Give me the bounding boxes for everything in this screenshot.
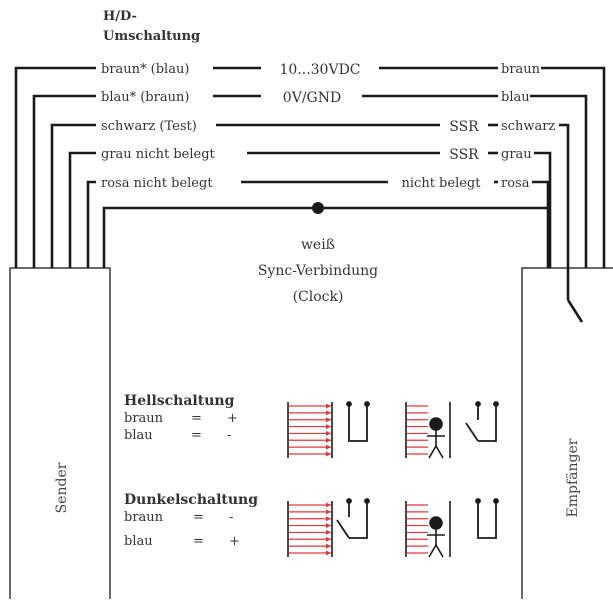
row3-right: schwarz (501, 119, 555, 134)
wire-sync (102, 206, 550, 268)
person-leg (428, 445, 437, 459)
dunkel-l1b: = (193, 510, 204, 525)
beam-arrowhead (326, 502, 331, 508)
beam-interrupted-icon (405, 501, 451, 558)
wire-left-schwarz (50, 123, 96, 268)
beam-arrowhead (326, 437, 331, 443)
receiver-label: Empfänger (565, 438, 581, 517)
wire-right-blau (530, 94, 588, 268)
beam-arrowhead (326, 536, 331, 542)
hell-l2a: blau (124, 428, 153, 443)
beam-interrupted-icon (405, 402, 451, 459)
hell-l2c: - (227, 428, 231, 443)
beam-arrowhead (326, 451, 331, 457)
person-head (429, 417, 443, 431)
switch-closed-icon (475, 498, 499, 539)
person-leg (435, 445, 444, 459)
switch-open-icon (465, 401, 499, 442)
receiver-box (521, 267, 613, 604)
beam-arrowhead (326, 444, 331, 450)
switch-open-icon (336, 498, 370, 539)
hell-l1b: = (191, 411, 202, 426)
row1-left: braun* (blau) (101, 62, 189, 77)
beam-arrowhead (326, 424, 331, 430)
dunkel-l2a: blau (124, 534, 153, 549)
beam-arrowhead (326, 516, 331, 522)
wire-right-rosa (532, 180, 550, 208)
hell-l1a: braun (124, 411, 164, 426)
dunkel-l1c: - (229, 510, 233, 525)
dunkel-title: Dunkelschaltung (124, 492, 258, 508)
person-leg (428, 544, 437, 558)
switch-closed-icon (346, 401, 370, 442)
sender-box (9, 267, 111, 604)
person-icon (427, 417, 445, 459)
row3-mid: SSR (449, 119, 479, 135)
beam-arrowhead (326, 403, 331, 409)
person-icon (427, 516, 445, 558)
wire-right-braun (541, 66, 606, 268)
beam-arrowhead (326, 509, 331, 515)
header-line1: H/D- (103, 9, 137, 24)
left-wires (14, 66, 550, 268)
wire-left-braun (14, 66, 96, 268)
beam-clear-icon (287, 501, 333, 557)
row4-mid: SSR (449, 147, 479, 163)
row5-right: rosa (501, 176, 530, 191)
beam-arrowhead (326, 550, 331, 556)
horizontal-wires (213, 66, 498, 184)
wire-left-grau (68, 151, 96, 268)
person-head (429, 516, 443, 530)
person-leg (435, 544, 444, 558)
switch-symbols (336, 401, 499, 539)
sync-junction-dot (312, 202, 324, 214)
beam-arrowhead (326, 523, 331, 529)
dunkel-l2c: + (229, 534, 240, 549)
row5-mid: nicht belegt (402, 176, 482, 191)
wire-right-schwarz (559, 123, 570, 300)
row1-right: braun (501, 62, 541, 77)
sender-label: Sender (54, 462, 70, 513)
wire-right-grau (534, 151, 552, 268)
wire-left-blau (32, 94, 96, 268)
row1-mid: 10...30VDC (279, 62, 360, 78)
row3-left: schwarz (Test) (101, 119, 197, 134)
row4-left: grau nicht belegt (101, 147, 216, 162)
row2-right: blau (501, 90, 530, 105)
dunkel-l1a: braun (124, 510, 164, 525)
row2-left: blau* (braun) (101, 90, 189, 105)
row2-mid: 0V/GND (283, 90, 341, 106)
beam-arrowhead (326, 529, 331, 535)
sync-line3: (Clock) (293, 289, 344, 305)
right-wires (530, 66, 606, 323)
row5-left: rosa nicht belegt (101, 176, 213, 191)
sync-line2: Sync-Verbindung (258, 263, 378, 279)
beam-arrowhead (326, 543, 331, 549)
row4-right: grau (501, 147, 532, 162)
beam-arrowhead (326, 417, 331, 423)
hell-l1c: + (227, 411, 238, 426)
sync-line1: weiß (301, 237, 335, 253)
beam-clear-icon (287, 402, 333, 458)
hell-l2b: = (191, 428, 202, 443)
dunkel-l2b: = (193, 534, 204, 549)
header-line2: Umschaltung (103, 29, 200, 44)
beam-arrowhead (326, 410, 331, 416)
hell-title: Hellschaltung (124, 393, 235, 409)
wire-left-rosa (86, 180, 96, 268)
receiver-switch-tab (566, 299, 584, 323)
beam-arrowhead (326, 430, 331, 436)
